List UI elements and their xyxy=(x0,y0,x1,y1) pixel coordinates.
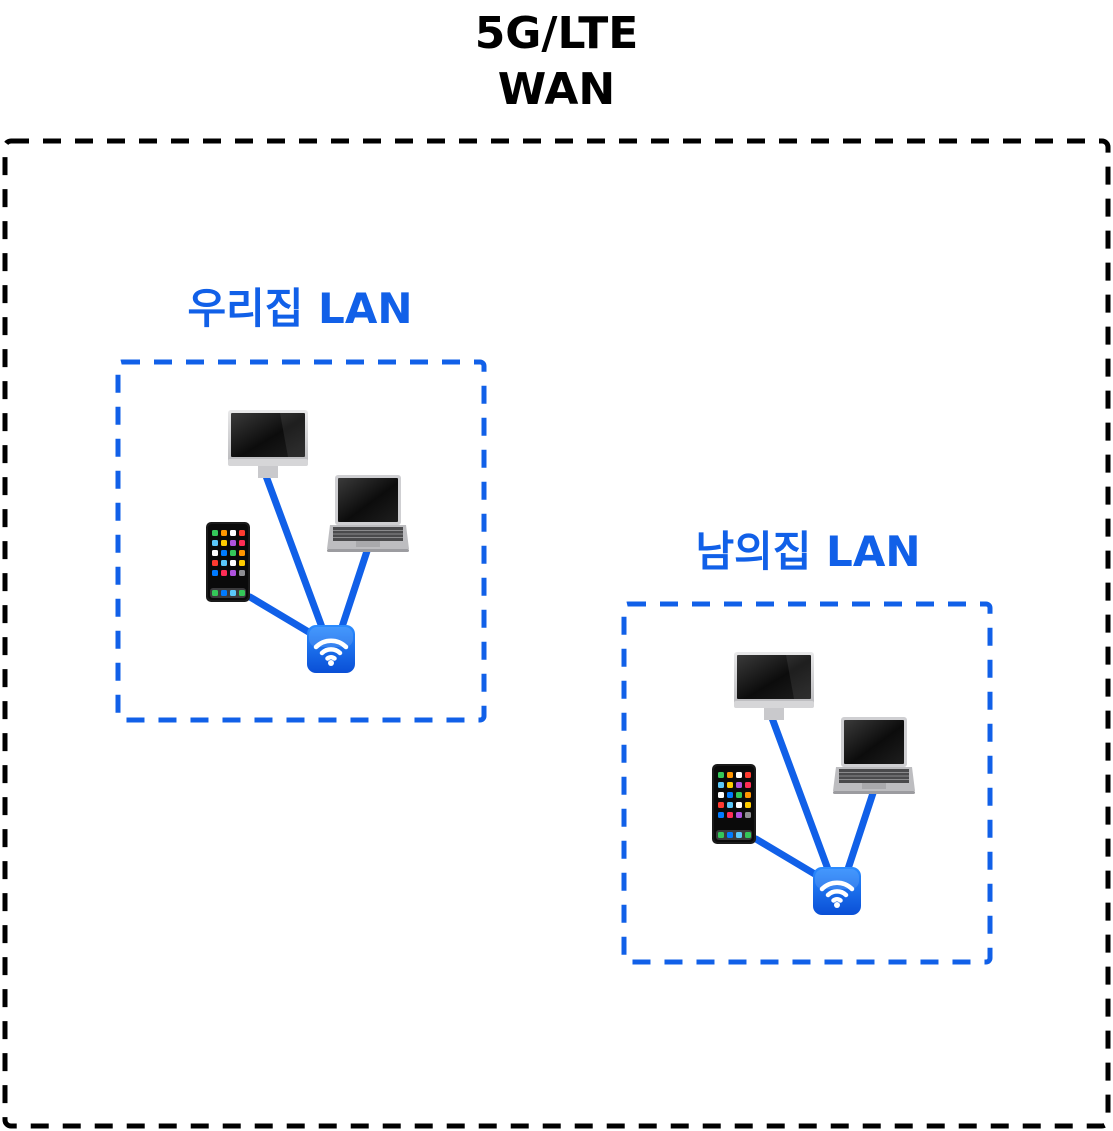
lan-boundary-other xyxy=(621,601,993,965)
link-laptop-router xyxy=(337,544,372,634)
wifi-router-icon xyxy=(307,625,355,673)
lan-home-links xyxy=(246,472,372,638)
wan-title-line1: 5G/LTE xyxy=(474,8,639,59)
link-phone-router xyxy=(752,835,822,880)
link-desktop-router xyxy=(768,714,833,876)
lan-boundary-home xyxy=(115,359,487,723)
desktop-monitor-icon xyxy=(228,410,308,478)
wan-title: 5G/LTE WAN xyxy=(0,6,1113,118)
lan-title-other: 남의집 LAN xyxy=(695,527,921,576)
wan-boundary xyxy=(2,138,1111,1129)
desktop-monitor-icon xyxy=(734,652,814,720)
wan-title-line2: WAN xyxy=(497,64,616,115)
wifi-router-icon xyxy=(813,867,861,915)
lan-other-links xyxy=(752,714,878,880)
link-laptop-router xyxy=(843,786,878,876)
lan-title-home: 우리집 LAN xyxy=(187,284,413,333)
link-desktop-router xyxy=(262,472,327,634)
link-phone-router xyxy=(246,593,316,638)
laptop-icon xyxy=(832,716,916,795)
laptop-icon xyxy=(326,474,410,553)
smartphone-icon xyxy=(206,522,250,602)
smartphone-icon xyxy=(712,764,756,844)
